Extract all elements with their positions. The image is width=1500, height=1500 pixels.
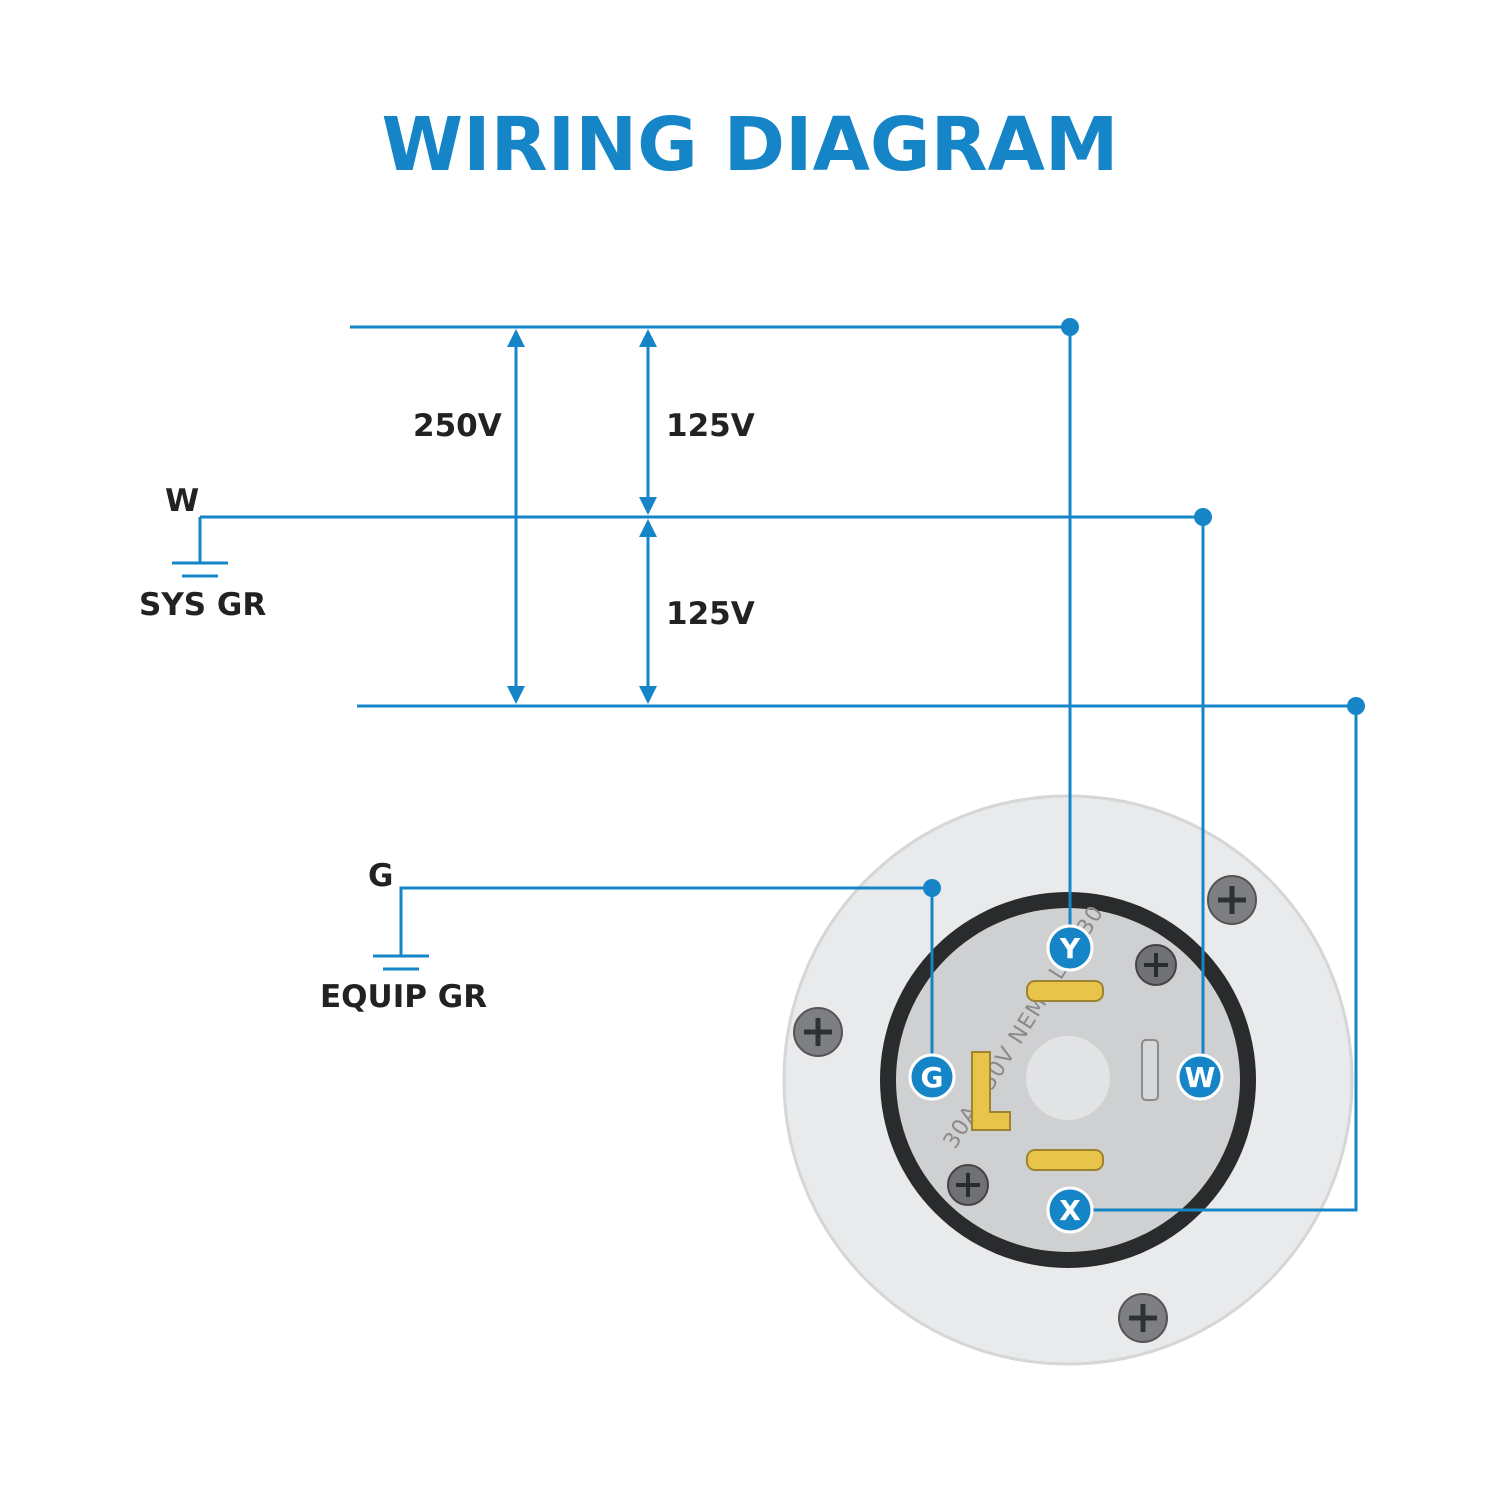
x-blade [1026,1149,1104,1171]
receptacle-center [1026,1036,1110,1120]
g-pin-label: G [921,1061,944,1094]
x-pin-label: X [1059,1194,1081,1227]
x-terminal-dot [1347,697,1365,715]
upper-125v-arrow-head-up [639,329,657,347]
face-screw-bottom-left [947,1164,989,1206]
g-wire [399,886,934,1077]
system-ground-label: SYS GR [139,587,266,623]
ground-label: G [368,858,393,894]
w-terminal-dot [1194,508,1212,526]
w-blade [1141,1039,1159,1101]
g-terminal-dot [923,879,941,897]
upper-125v-arrow-head-down [639,497,657,515]
equipment-ground-icon [373,954,429,971]
neutral-label: W [165,483,199,519]
flange-screw-bottom [1118,1293,1168,1343]
x-drop-wire [1070,706,1358,1212]
flange-screw-top-right [1207,875,1257,925]
y-blade [1026,980,1104,1002]
line-to-line-voltage-label: 250V [413,408,502,444]
g-pin-badge: G [908,1053,956,1101]
lower-voltage-label: 125V [666,596,755,632]
system-ground-icon [172,561,228,578]
equipment-ground-label: EQUIP GR [320,979,487,1015]
y-pin-label: Y [1059,932,1081,965]
lower-125v-arrow-head-up [639,519,657,537]
w-pin-badge: W [1176,1053,1224,1101]
y-terminal-dot [1061,318,1079,336]
x-pin-badge: X [1046,1186,1094,1234]
wiring-lines [198,325,1358,1212]
250v-arrow-head-down [507,686,525,704]
w-pin-label: W [1185,1061,1216,1094]
g-blade [971,1051,1011,1131]
y-pin-badge: Y [1046,924,1094,972]
flange-screw-left [793,1007,843,1057]
diagram-title: WIRING DIAGRAM [382,102,1119,188]
250v-arrow-head-up [507,329,525,347]
upper-voltage-label: 125V [666,408,755,444]
voltage-arrows [507,329,657,704]
face-screw-top-right [1135,944,1177,986]
lower-125v-arrow-head-down [639,686,657,704]
receptacle: 30A 250V NEMA L14-30 [782,794,1354,1366]
